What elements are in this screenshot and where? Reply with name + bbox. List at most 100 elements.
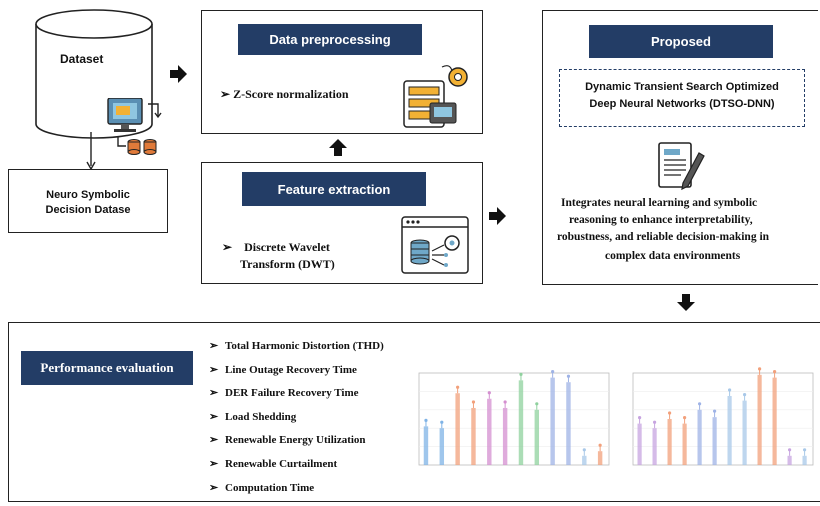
chart-bar [566, 382, 571, 465]
evaluation-chart-1 [418, 370, 610, 466]
chart-point [803, 448, 807, 452]
bullet-arrow-icon: ➢ [209, 363, 219, 376]
feature-bullet-line1: Discrete Wavelet [244, 240, 330, 254]
metric-label: Computation Time [225, 481, 315, 494]
chart-point [758, 367, 762, 371]
chart-bar [534, 409, 540, 465]
bullet-arrow-icon: ➢ [209, 434, 219, 447]
chart-point [698, 402, 702, 406]
chart-bar [582, 455, 587, 465]
chart-point [551, 370, 555, 374]
preprocessing-title: Data preprocessing [238, 24, 422, 55]
metric-item: ➢Line Outage Recovery Time [209, 363, 384, 387]
metric-item: ➢Computation Time [209, 481, 384, 505]
chart-bar [518, 380, 524, 465]
evaluation-title: Performance evaluation [21, 351, 193, 385]
proposed-desc-line1: Integrates neural learning and symbolic [561, 197, 758, 209]
metric-label: Total Harmonic Distortion (THD) [225, 340, 384, 352]
proposed-desc-line3: robustness, and reliable decision-making… [557, 231, 770, 243]
chart-point [598, 443, 602, 447]
dataset-label: Dataset [60, 52, 104, 66]
metric-item: ➢Load Shedding [209, 410, 384, 434]
metric-item: ➢ Renewable Curtailment [209, 457, 384, 481]
preprocessing-bullet-text: Z-Score normalization [233, 87, 349, 101]
chart-bar [757, 374, 762, 465]
chart-bar [597, 451, 603, 465]
chart-point [471, 400, 476, 404]
chart-bar [802, 455, 807, 465]
chart-bar [550, 377, 555, 465]
neuro-line1: Neuro Symbolic [46, 189, 130, 201]
chart-point [456, 385, 460, 389]
feature-bullet: ➢ Discrete Wavelet [222, 240, 330, 255]
chart-point [788, 448, 792, 452]
chart-bar [697, 409, 702, 465]
proposed-model-box: Dynamic Transient Search Optimized Deep … [559, 69, 805, 127]
chart-bar [652, 428, 657, 465]
metric-label: Renewable Curtailment [225, 457, 338, 470]
chart-bar [637, 423, 642, 465]
proposed-title: Proposed [589, 25, 773, 58]
evaluation-chart-2 [632, 367, 814, 466]
bullet-arrow-icon: ➢ [220, 87, 234, 101]
proposed-desc-line4: complex data environments [605, 250, 741, 262]
feature-extraction-box: Feature extraction ➢ Discrete Wavelet Tr… [201, 162, 483, 284]
computer-database-icon [107, 98, 162, 155]
preprocessing-bullet: ➢ Z-Score normalization [220, 87, 349, 102]
chart-point [683, 416, 687, 420]
chart-frame [632, 372, 814, 466]
chart-point [487, 391, 491, 395]
neuro-symbolic-box: Neuro Symbolic Decision Datase [8, 169, 168, 233]
chart-point [535, 402, 539, 406]
bullet-arrow-icon: ➢ [209, 387, 219, 400]
proposed-model-line2: Deep Neural Networks (DTSO-DNN) [589, 98, 775, 110]
metric-label: Renewable Energy Utilization [225, 434, 366, 447]
chart-point [653, 420, 657, 424]
bullet-arrow-icon: ➢ [209, 340, 219, 352]
chart-point [440, 420, 444, 424]
chart-point [638, 416, 642, 420]
metric-item: ➢ DER Failure Recovery Time [209, 386, 384, 410]
chart-bar [727, 396, 732, 465]
chart-point [424, 418, 428, 422]
bullet-arrow-icon: ➢ [209, 457, 219, 470]
chart-bar [772, 377, 777, 465]
metric-item: ➢ Total Harmonic Distortion (THD) [209, 339, 384, 363]
neuro-line2: Decision Datase [45, 204, 131, 216]
server-gear-icon [403, 65, 468, 128]
chart-point [713, 409, 717, 413]
metric-item: ➢ Renewable Energy Utilization [209, 433, 384, 457]
proposed-model-line1: Dynamic Transient Search Optimized [585, 81, 779, 93]
preprocessing-box: Data preprocessing ➢ Z-Score normalizati… [201, 10, 483, 134]
arrow-right-2 [489, 207, 506, 225]
chart-bar [667, 419, 672, 465]
document-pen-icon [658, 142, 705, 191]
feature-title: Feature extraction [242, 172, 426, 206]
chart-bar [471, 407, 476, 465]
chart-point [503, 400, 507, 404]
browser-database-icon [401, 216, 469, 274]
metric-label: DER Failure Recovery Time [225, 387, 359, 400]
chart-bar [787, 455, 792, 465]
chart-bar [487, 398, 492, 465]
chart-bar [682, 423, 687, 465]
arrow-up [329, 139, 347, 156]
chart-point [668, 411, 672, 415]
evaluation-box: Performance evaluation ➢ Total Harmonic D… [8, 322, 820, 502]
chart-point [728, 388, 732, 392]
chart-frame [418, 372, 610, 466]
chart-bar [712, 417, 717, 465]
chart-bar [455, 393, 460, 465]
arrow-right-1 [170, 65, 187, 83]
feature-bullet-line2: Transform (DWT) [240, 257, 335, 271]
metric-list: ➢ Total Harmonic Distortion (THD) ➢Line O… [209, 339, 384, 504]
dataset-down-arrow [86, 132, 96, 171]
chart-bar [439, 428, 445, 465]
chart-point [519, 372, 523, 376]
chart-point [743, 393, 747, 397]
chart-bar [502, 407, 508, 465]
arrow-down [677, 294, 695, 311]
chart-point [566, 374, 571, 378]
bullet-arrow-icon: ➢ [222, 240, 245, 254]
metric-label: Load Shedding [225, 410, 297, 423]
